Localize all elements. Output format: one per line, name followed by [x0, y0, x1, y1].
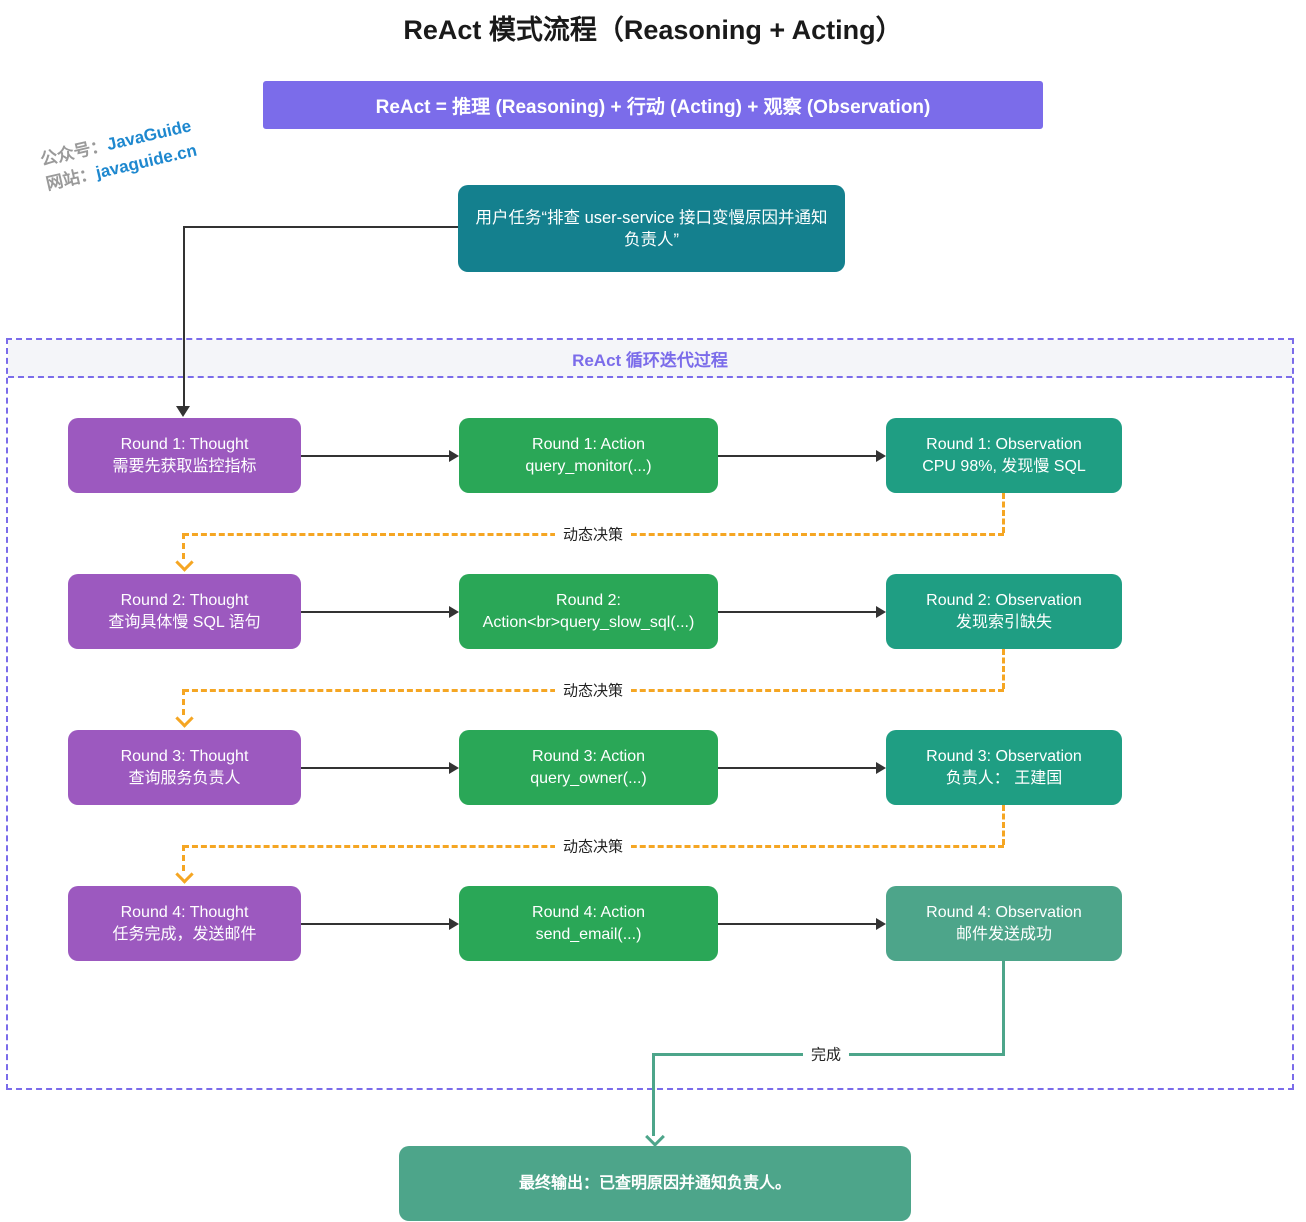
- node-line1: Round 1: Observation: [926, 435, 1082, 453]
- done-arrowhead-icon: [645, 1127, 665, 1147]
- round3-observation-node: Round 3: Observation 负责人： 王建国: [886, 730, 1122, 805]
- edge-task-to-thought1-v: [183, 226, 185, 407]
- arrowhead-right-icon: [449, 450, 459, 462]
- arrowhead-right-icon: [876, 606, 886, 618]
- edge-action3-observation3: [718, 767, 876, 769]
- node-line2: 查询服务负责人: [128, 769, 241, 787]
- edge-thought1-action1: [301, 455, 449, 457]
- page-title: ReAct 模式流程（Reasoning + Acting）: [403, 15, 903, 45]
- arrowhead-right-icon: [449, 606, 459, 618]
- node-line2: query_monitor(...): [525, 457, 652, 475]
- edge-action2-observation2: [718, 611, 876, 613]
- arrowhead-right-icon: [449, 918, 459, 930]
- feedback1-label: 动态决策: [554, 523, 632, 545]
- node-line2: 需要先获取监控指标: [112, 457, 257, 475]
- final-output-text: 最终输出：已查明原因并通知负责人。: [518, 1174, 791, 1192]
- feedback3-v-right: [1002, 805, 1005, 845]
- node-line2: send_email(...): [535, 925, 642, 943]
- node-line1: Round 3: Thought: [120, 747, 249, 765]
- node-line1: Round 1: Action: [532, 435, 645, 453]
- feedback3-v-left: [182, 845, 185, 871]
- node-line2: 负责人： 王建国: [945, 769, 1063, 787]
- node-line1: Round 3: Observation: [926, 747, 1082, 765]
- round2-thought-node: Round 2: Thought 查询具体慢 SQL 语句: [68, 574, 301, 649]
- node-line2: CPU 98%, 发现慢 SQL: [922, 457, 1086, 475]
- feedback3-label: 动态决策: [554, 835, 632, 857]
- formula-banner: ReAct = 推理 (Reasoning) + 行动 (Acting) + 观…: [263, 81, 1043, 129]
- round1-observation-node: Round 1: Observation CPU 98%, 发现慢 SQL: [886, 418, 1122, 493]
- round3-thought-node: Round 3: Thought 查询服务负责人: [68, 730, 301, 805]
- node-line1: Round 2:: [556, 591, 621, 609]
- node-line1: Round 4: Action: [532, 903, 645, 921]
- feedback1-v-left: [182, 533, 185, 559]
- feedback2-v-left: [182, 689, 185, 715]
- round2-observation-node: Round 2: Observation 发现索引缺失: [886, 574, 1122, 649]
- done-v-right: [1002, 961, 1005, 1053]
- round4-thought-node: Round 4: Thought 任务完成，发送邮件: [68, 886, 301, 961]
- node-line2: 邮件发送成功: [955, 925, 1052, 943]
- done-v-left: [652, 1053, 655, 1136]
- arrowhead-down-icon: [176, 406, 190, 417]
- edge-task-to-thought1-h: [183, 226, 458, 228]
- node-line2: query_owner(...): [530, 769, 647, 787]
- feedback2-v-right: [1002, 649, 1005, 689]
- edge-thought2-action2: [301, 611, 449, 613]
- arrowhead-right-icon: [876, 918, 886, 930]
- feedback2-label: 动态决策: [554, 679, 632, 701]
- round1-thought-node: Round 1: Thought 需要先获取监控指标: [68, 418, 301, 493]
- loop-subgraph-label: ReAct 循环迭代过程: [572, 350, 728, 370]
- edge-thought3-action3: [301, 767, 449, 769]
- round4-observation-node: Round 4: Observation 邮件发送成功: [886, 886, 1122, 961]
- round1-action-node: Round 1: Action query_monitor(...): [459, 418, 718, 493]
- edge-action1-observation1: [718, 455, 876, 457]
- arrowhead-right-icon: [876, 762, 886, 774]
- loop-subgraph-header: ReAct 循环迭代过程: [8, 340, 1292, 378]
- watermark: 公众号：JavaGuide 网站：javaguide.cn: [38, 113, 199, 196]
- node-line1: Round 4: Observation: [926, 903, 1082, 921]
- node-line1: Round 4: Thought: [120, 903, 249, 921]
- node-line1: Round 3: Action: [532, 747, 645, 765]
- node-line2: 发现索引缺失: [955, 613, 1052, 631]
- node-line2: Action<br>query_slow_sql(...): [482, 613, 695, 631]
- arrowhead-right-icon: [876, 450, 886, 462]
- round3-action-node: Round 3: Action query_owner(...): [459, 730, 718, 805]
- node-line1: Round 2: Observation: [926, 591, 1082, 609]
- formula-banner-text: ReAct = 推理 (Reasoning) + 行动 (Acting) + 观…: [375, 96, 931, 118]
- edge-thought4-action4: [301, 923, 449, 925]
- done-label: 完成: [802, 1043, 850, 1065]
- node-line1: Round 2: Thought: [120, 591, 249, 609]
- feedback1-v-right: [1002, 493, 1005, 533]
- node-line1: Round 1: Thought: [120, 435, 249, 453]
- edge-action4-observation4: [718, 923, 876, 925]
- user-task-text: 用户任务“排查 user-service 接口变慢原因并通知负责人”: [475, 208, 828, 249]
- final-output-node: 最终输出：已查明原因并通知负责人。: [399, 1146, 911, 1221]
- loop-subgraph-frame: [6, 338, 1294, 1090]
- round2-action-node: Round 2: Action<br>query_slow_sql(...): [459, 574, 718, 649]
- user-task-node: 用户任务“排查 user-service 接口变慢原因并通知负责人”: [458, 185, 845, 272]
- round4-action-node: Round 4: Action send_email(...): [459, 886, 718, 961]
- arrowhead-right-icon: [449, 762, 459, 774]
- node-line2: 查询具体慢 SQL 语句: [108, 613, 261, 631]
- node-line2: 任务完成，发送邮件: [112, 925, 257, 943]
